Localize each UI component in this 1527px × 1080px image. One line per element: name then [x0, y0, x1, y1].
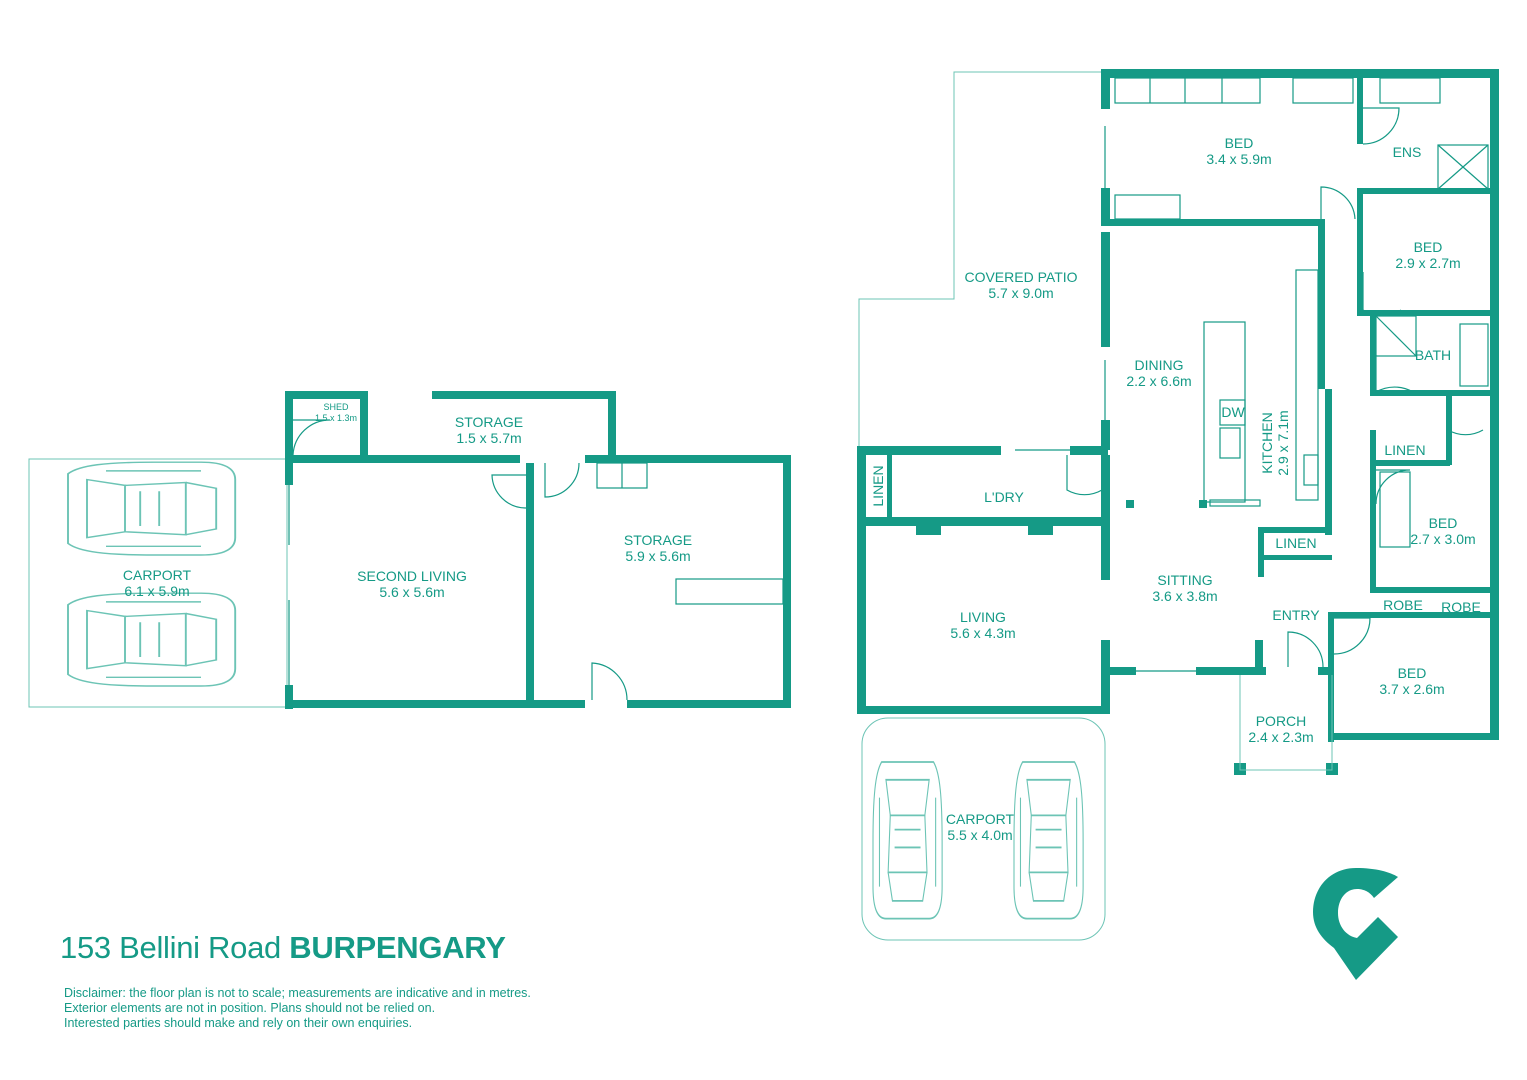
carport-left-outline	[28, 458, 288, 708]
room-label: DW	[1221, 404, 1245, 420]
room-size: 6.1 x 5.9m	[124, 583, 189, 599]
room-size: 2.2 x 6.6m	[1126, 373, 1191, 389]
room-size: 5.6 x 4.3m	[950, 625, 1015, 641]
room-size: 2.7 x 3.0m	[1410, 531, 1475, 547]
room-label: BATH	[1415, 347, 1451, 363]
room-label: BED	[1429, 515, 1458, 531]
room-label: BED	[1225, 135, 1254, 151]
room-label: LINEN	[1275, 535, 1316, 551]
room-size: 3.7 x 2.6m	[1379, 681, 1444, 697]
room-label: LIVING	[960, 609, 1006, 625]
room-label: CARPORT	[123, 567, 192, 583]
room-label: SHED	[323, 402, 349, 412]
location-pin-c-logo-icon	[1313, 868, 1398, 980]
patio-outline	[858, 71, 1102, 448]
room-label: ROBE	[1441, 599, 1481, 615]
room-label: STORAGE	[624, 532, 692, 548]
property-address: 153 Bellini Road BURPENGARY	[60, 930, 506, 966]
room-label: SECOND LIVING	[357, 568, 467, 584]
room-label: STORAGE	[455, 414, 523, 430]
room-size: 1.5 x 5.7m	[456, 430, 521, 446]
room-size: 5.5 x 4.0m	[947, 827, 1012, 843]
room-size: 2.9 x 7.1m	[1275, 410, 1291, 475]
room-size: 3.4 x 5.9m	[1206, 151, 1271, 167]
disclaimer-line: Exterior elements are not in position. P…	[64, 1001, 436, 1015]
room-label: ROBE	[1383, 597, 1423, 613]
room-label: SITTING	[1157, 572, 1212, 588]
room-size: 1.5 x 1.3m	[315, 413, 357, 423]
room-label: BED	[1398, 665, 1427, 681]
car-icon	[67, 592, 237, 687]
room-size: 2.9 x 2.7m	[1395, 255, 1460, 271]
room-label: LINEN	[870, 465, 886, 506]
room-size: 3.6 x 3.8m	[1152, 588, 1217, 604]
car-icon	[1013, 761, 1085, 920]
room-label: PORCH	[1256, 713, 1307, 729]
car-icon	[872, 761, 944, 920]
room-label: ENTRY	[1272, 607, 1320, 623]
room-size: 5.7 x 9.0m	[988, 285, 1053, 301]
street-address: 153 Bellini Road	[60, 930, 281, 965]
room-label: CARPORT	[946, 811, 1015, 827]
disclaimer-line: Interested parties should make and rely …	[64, 1016, 413, 1030]
room-label: BED	[1414, 239, 1443, 255]
disclaimer: Disclaimer: the floor plan is not to sca…	[64, 986, 531, 1031]
room-label: COVERED PATIO	[964, 269, 1077, 285]
room-size: 5.6 x 5.6m	[379, 584, 444, 600]
room-size: 5.9 x 5.6m	[625, 548, 690, 564]
disclaimer-line: Disclaimer: the floor plan is not to sca…	[64, 986, 531, 1000]
room-label: ENS	[1393, 144, 1422, 160]
room-label: KITCHEN	[1259, 412, 1275, 473]
room-label: L'DRY	[984, 489, 1024, 505]
car-icon	[67, 461, 237, 556]
carport-front-outline	[861, 717, 1106, 941]
room-size: 2.4 x 2.3m	[1248, 729, 1313, 745]
room-label: DINING	[1135, 357, 1184, 373]
room-label: LINEN	[1384, 442, 1425, 458]
suburb-name: BURPENGARY	[289, 930, 506, 965]
